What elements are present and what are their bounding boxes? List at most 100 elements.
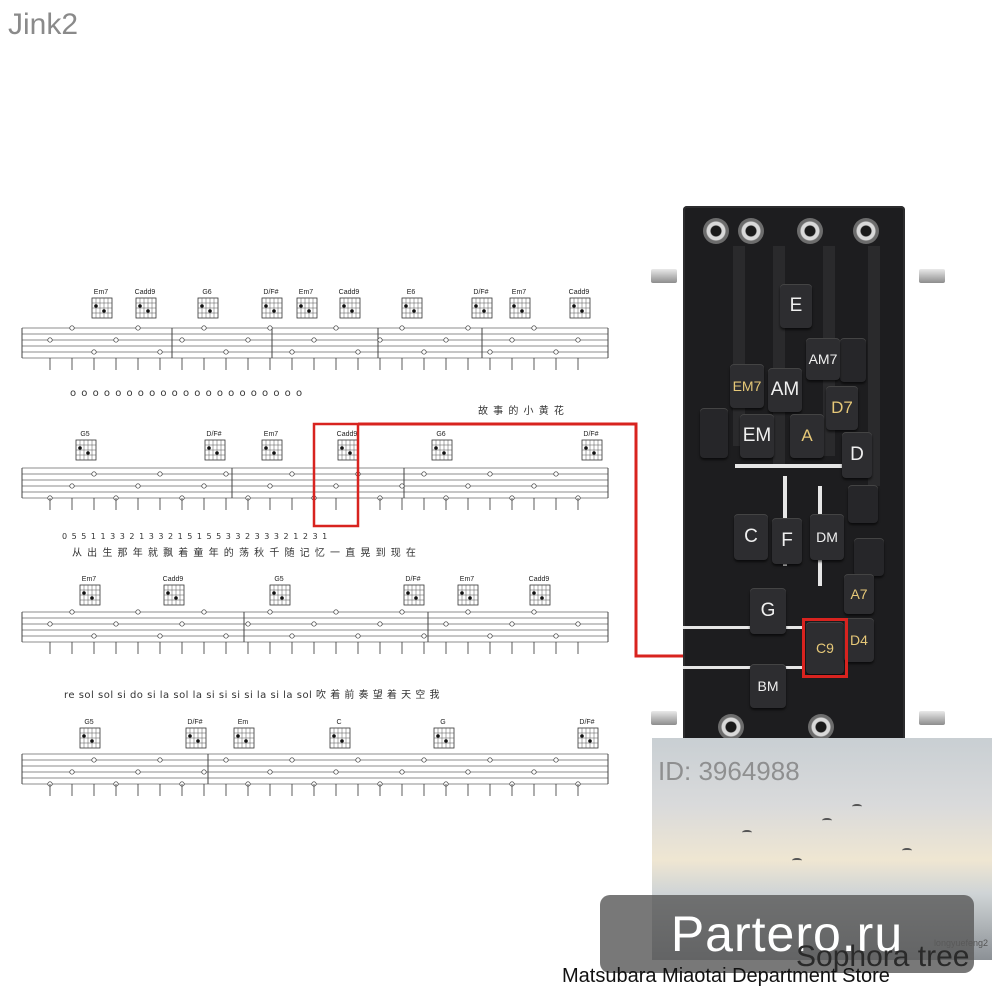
tab-note [135,609,141,615]
tab-note [47,621,53,627]
lyric-row-2: 从 出 生 那 年 就 飘 着 童 年 的 荡 秋 千 随 记 忆 一 直 晃 … [72,548,417,559]
tab-note [201,483,207,489]
chord-finger-dot [264,446,268,450]
corner-label: Jink2 [8,8,79,41]
chord-finger-dot [540,596,544,600]
chord-name-label: Em7 [460,576,475,583]
chord-key-a[interactable]: A [790,414,824,458]
tab-note [421,633,427,639]
chord-key-dm[interactable]: DM [810,514,844,560]
chord-finger-dot [580,309,584,313]
tab-note [69,325,75,331]
chord-key-em[interactable]: EM [740,414,774,458]
tab-note [465,769,471,775]
tab-note [179,621,185,627]
chord-key-am7[interactable]: AM7 [806,338,840,380]
tab-note [157,757,163,763]
tab-note [553,349,559,355]
tab-note [47,337,53,343]
chord-finger-dot [272,451,276,455]
tab-note [399,769,405,775]
chord-name-label: G [440,719,445,726]
chord-finger-dot [188,734,192,738]
tab-note [113,621,119,627]
chord-key-am[interactable]: AM [768,368,802,412]
chord-key-bm[interactable]: BM [750,664,786,708]
tab-note [465,483,471,489]
chord-finger-dot [90,739,94,743]
tab-note [311,337,317,343]
tab-note [135,769,141,775]
chord-finger-dot [520,309,524,313]
chord-key-d4[interactable]: D4 [844,618,874,662]
chord-finger-dot [436,734,440,738]
tab-note [91,757,97,763]
chord-finger-dot [572,304,576,308]
chord-finger-dot [90,596,94,600]
chord-key-g[interactable]: G [750,588,786,634]
chord-name-label: G5 [84,719,93,726]
screw-icon [738,218,764,244]
chord-key-e[interactable]: E [780,284,812,328]
tab-note [289,633,295,639]
tab-note [421,471,427,477]
chord-finger-dot [264,304,268,308]
chord-finger-dot [146,309,150,313]
tab-note [223,633,229,639]
chord-key-c[interactable]: C [734,514,768,560]
tab-note [135,483,141,489]
lyric-row-3: re sol sol si do si la sol la si si si s… [64,690,440,701]
chord-finger-dot [272,591,276,595]
tab-note [575,621,581,627]
tab-note [487,471,493,477]
blank-key[interactable] [848,485,878,523]
blank-key[interactable] [854,538,884,576]
tab-note [333,769,339,775]
tab-note [487,349,493,355]
tab-note [267,325,273,331]
tab-note [245,621,251,627]
chord-finger-dot [272,309,276,313]
chord-finger-dot [482,309,486,313]
screw-icon [703,218,729,244]
chord-key-d[interactable]: D [842,432,872,478]
caption-store-name: Matsubara Miaotai Department Store [562,965,890,987]
number-row-2: 0 5 5 1 1 3 3 2 1 3 3 2 1 5 1 5 5 3 3 2 … [62,532,329,541]
chord-name-label: D/F# [263,289,278,296]
chord-finger-dot [244,739,248,743]
chord-key-d7[interactable]: D7 [826,386,858,430]
tab-note [531,325,537,331]
chord-finger-dot [406,591,410,595]
chord-name-label: D/F# [579,719,594,726]
tab-note [179,337,185,343]
chord-finger-dot [532,591,536,595]
tab-note [113,337,119,343]
tab-note [69,609,75,615]
blank-key[interactable] [840,338,866,382]
tab-note [311,621,317,627]
blank-key[interactable] [700,408,728,458]
chord-key-c9[interactable]: C9 [806,622,844,674]
chord-finger-dot [208,309,212,313]
chord-finger-dot [280,596,284,600]
chord-name-label: Em7 [94,289,109,296]
tab-note [333,325,339,331]
screw-icon [797,218,823,244]
chord-name-label: E6 [407,289,416,296]
tab-note [201,609,207,615]
chord-finger-dot [200,304,204,308]
tab-note [69,483,75,489]
chord-finger-dot [580,734,584,738]
chord-key-f[interactable]: F [772,518,802,564]
chord-name-label: Cadd9 [529,576,550,583]
chord-key-a7[interactable]: A7 [844,574,874,614]
chord-key-em7[interactable]: EM7 [730,364,764,408]
chord-name-label: G6 [436,431,445,438]
watermark-banner: Partero.ru [600,895,974,973]
chord-name-label: C [336,719,341,726]
tab-note [267,769,273,775]
chord-finger-dot [78,446,82,450]
tab-note [531,609,537,615]
chord-name-label: Em7 [299,289,314,296]
chord-name-label: D/F# [187,719,202,726]
